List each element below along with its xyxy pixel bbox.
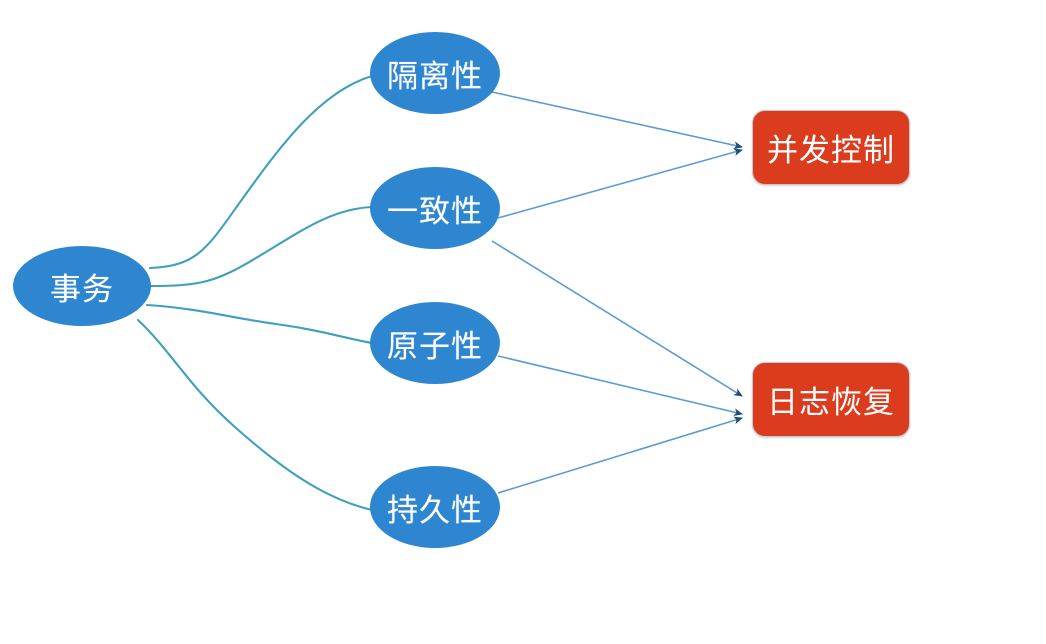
node-concurrency-control-label: 并发控制 bbox=[767, 133, 895, 168]
node-atomicity-label: 原子性 bbox=[387, 328, 483, 364]
node-isolation[interactable]: 隔离性 bbox=[370, 32, 500, 114]
node-consistency[interactable]: 一致性 bbox=[370, 167, 500, 249]
arrow-consistency-to-logrecovery bbox=[491, 240, 743, 397]
arrow-durability-to-logrecovery bbox=[497, 416, 743, 494]
curve-root-to-isolation bbox=[148, 74, 374, 270]
mechanism-arrows bbox=[491, 91, 743, 494]
node-root-transaction[interactable]: 事务 bbox=[13, 246, 151, 326]
node-concurrency-control[interactable]: 并发控制 bbox=[752, 110, 910, 185]
curve-root-to-consistency bbox=[149, 205, 374, 288]
arrow-isolation-to-concurrency bbox=[491, 91, 743, 150]
curve-root-to-durability bbox=[136, 318, 374, 512]
node-durability[interactable]: 持久性 bbox=[370, 466, 500, 548]
node-log-recovery-label: 日志恢复 bbox=[767, 385, 895, 420]
node-root-label: 事务 bbox=[50, 271, 114, 307]
node-consistency-label: 一致性 bbox=[387, 193, 483, 229]
node-durability-label: 持久性 bbox=[387, 492, 483, 528]
node-atomicity[interactable]: 原子性 bbox=[370, 302, 500, 384]
arrow-atomicity-to-logrecovery bbox=[497, 355, 743, 416]
node-isolation-label: 隔离性 bbox=[387, 58, 483, 94]
curve-root-to-atomicity bbox=[145, 303, 374, 345]
arrow-consistency-to-concurrency bbox=[497, 148, 743, 219]
node-log-recovery[interactable]: 日志恢复 bbox=[752, 362, 910, 437]
root-branch-curves bbox=[136, 74, 374, 512]
